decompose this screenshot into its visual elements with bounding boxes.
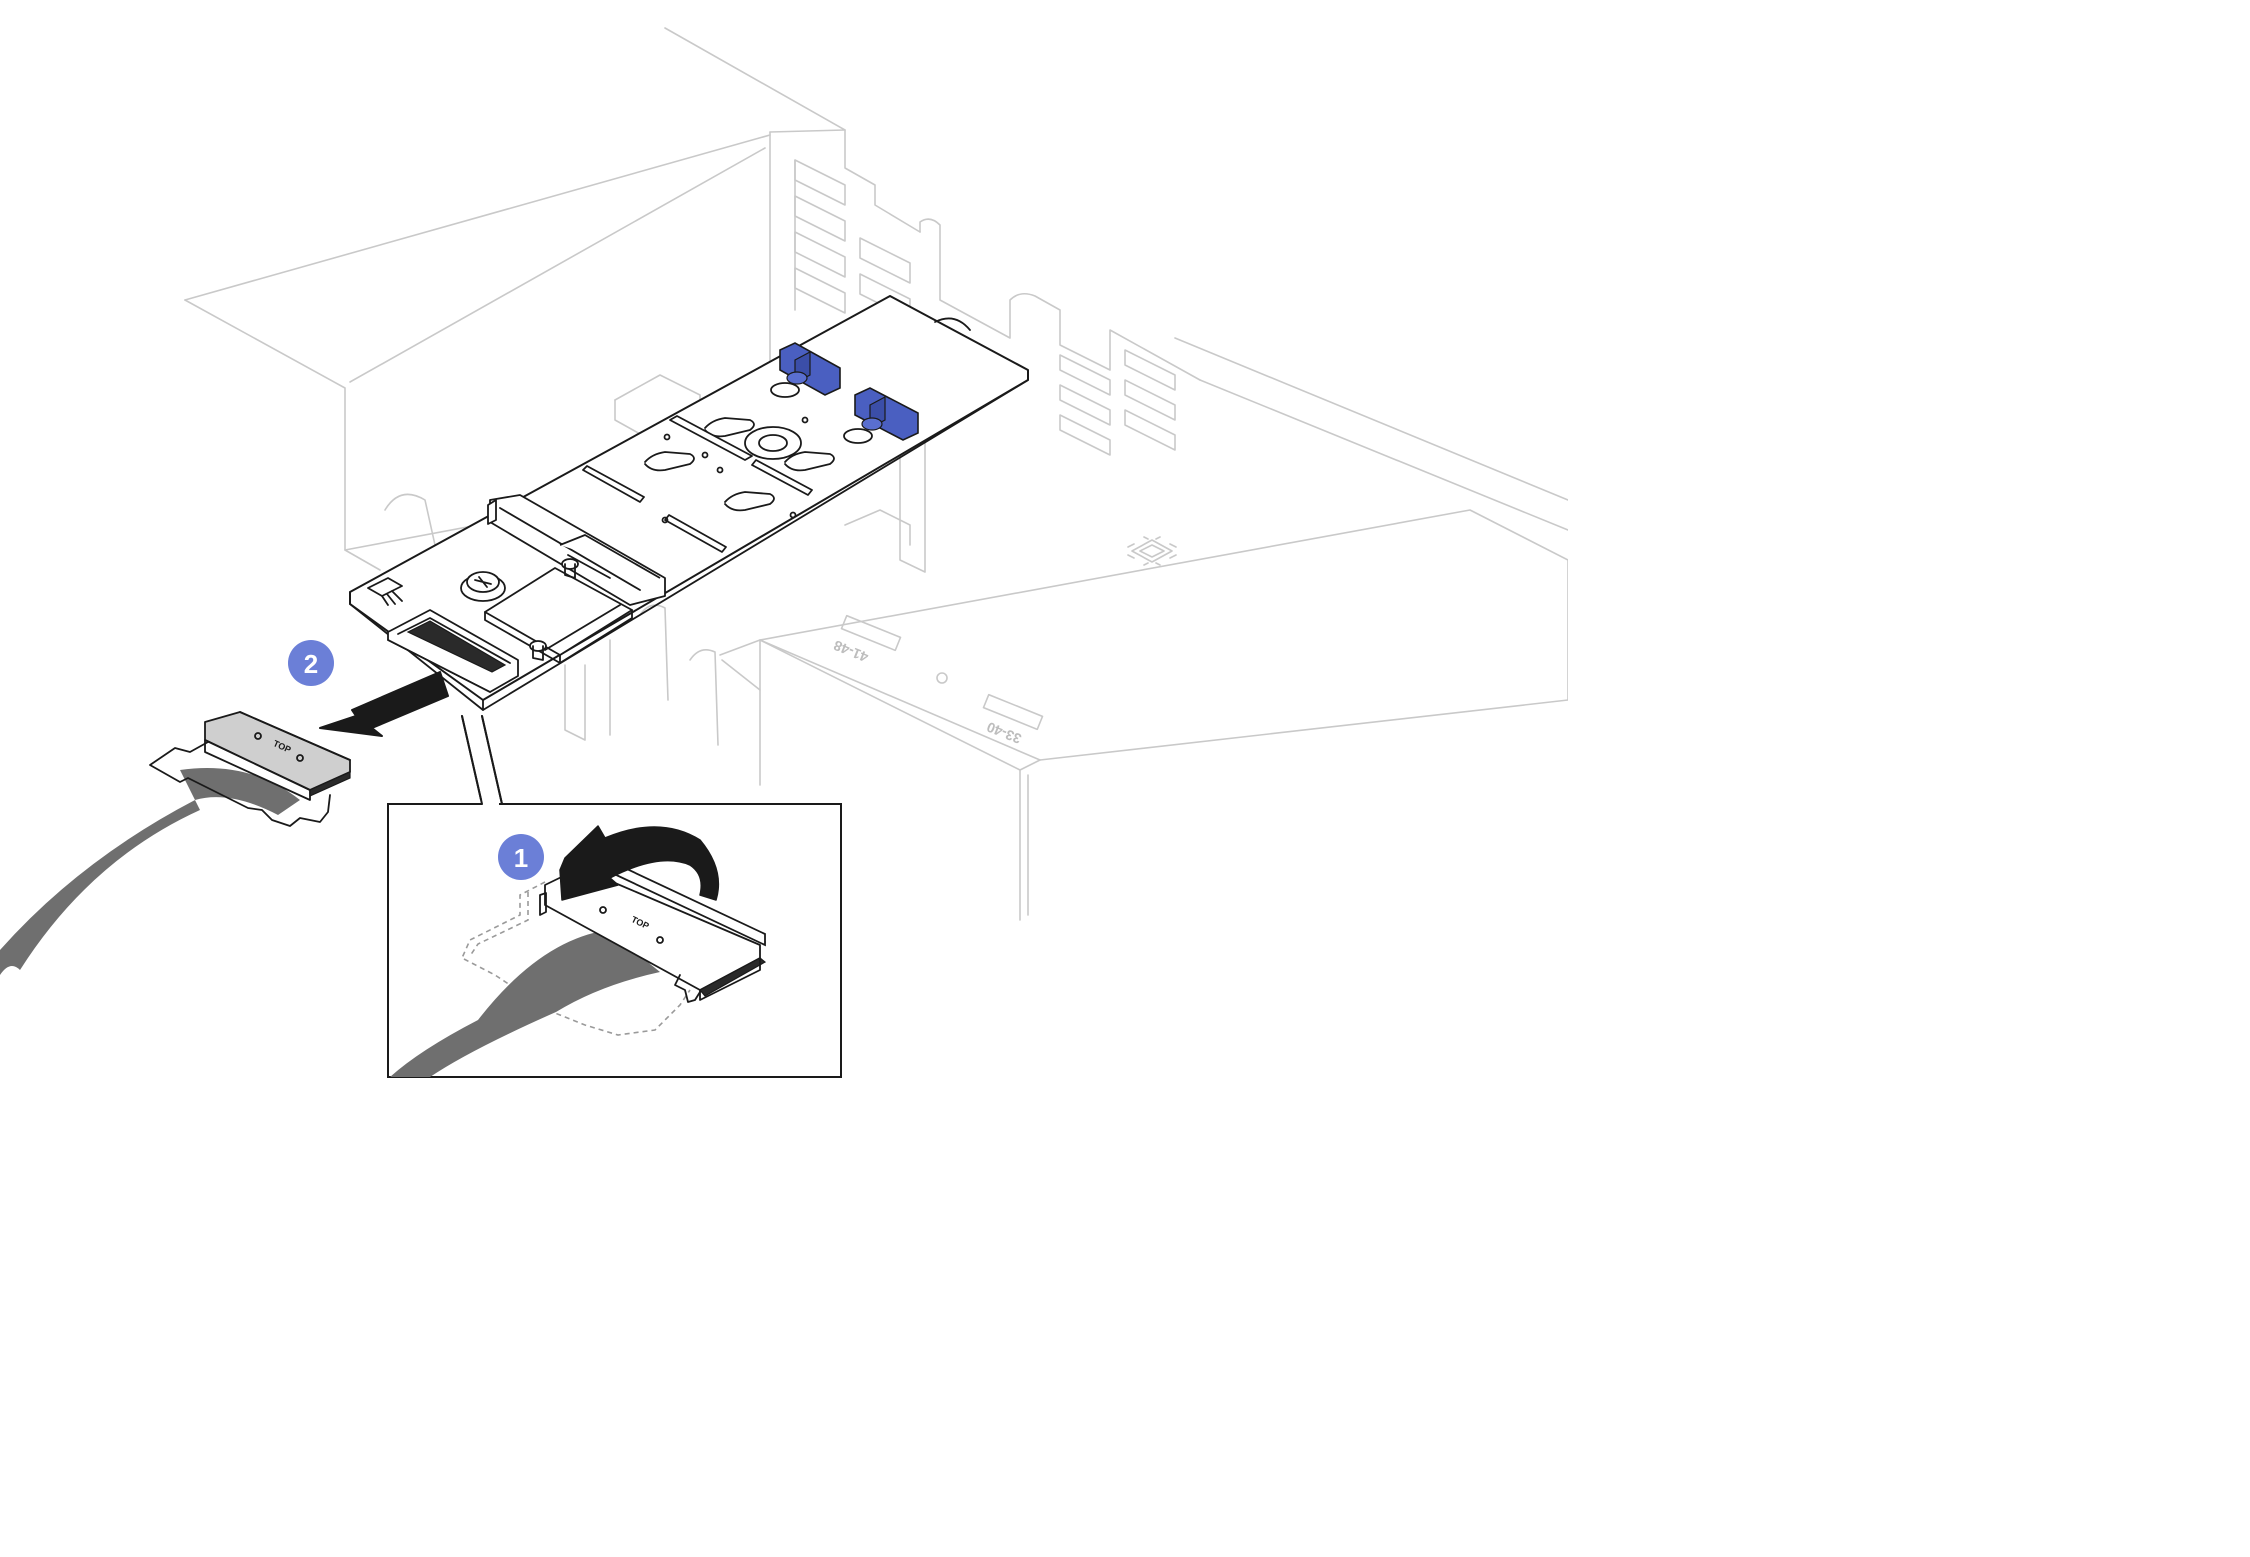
diagram-canvas: 41-48 33-40 bbox=[0, 0, 1568, 1085]
board-holes bbox=[661, 416, 809, 524]
inset-detail: TOP 1 bbox=[387, 715, 842, 1078]
callout-step-2: 2 bbox=[288, 640, 334, 686]
m2-backplane-removal-diagram: 41-48 33-40 bbox=[0, 27, 1568, 1078]
cable-receptacle bbox=[387, 609, 519, 693]
retainer-pins bbox=[529, 558, 579, 661]
callout-step-1: 1 bbox=[498, 834, 544, 880]
cable-connector-main: TOP bbox=[149, 711, 351, 827]
processor-icon bbox=[1127, 536, 1177, 566]
callout-step-2-text: 2 bbox=[304, 649, 318, 679]
callout-step-1-text: 1 bbox=[514, 843, 528, 873]
chassis: 41-48 33-40 bbox=[184, 27, 1568, 921]
arrow-rotate-icon bbox=[559, 825, 720, 901]
retainer-latch-lower bbox=[854, 387, 919, 441]
m2-slot-connector-lower bbox=[559, 534, 661, 579]
board-component bbox=[367, 577, 403, 606]
arrow-remove-icon bbox=[319, 671, 449, 737]
cable-assembly-main: TOP bbox=[0, 711, 351, 975]
m2-backplane-board bbox=[349, 295, 1029, 711]
m2-drive bbox=[484, 567, 633, 664]
fan-vent-left bbox=[794, 159, 911, 320]
screw-icon bbox=[460, 571, 506, 602]
fan-vent-right bbox=[1059, 349, 1176, 456]
retainer-latch-upper bbox=[779, 342, 841, 396]
